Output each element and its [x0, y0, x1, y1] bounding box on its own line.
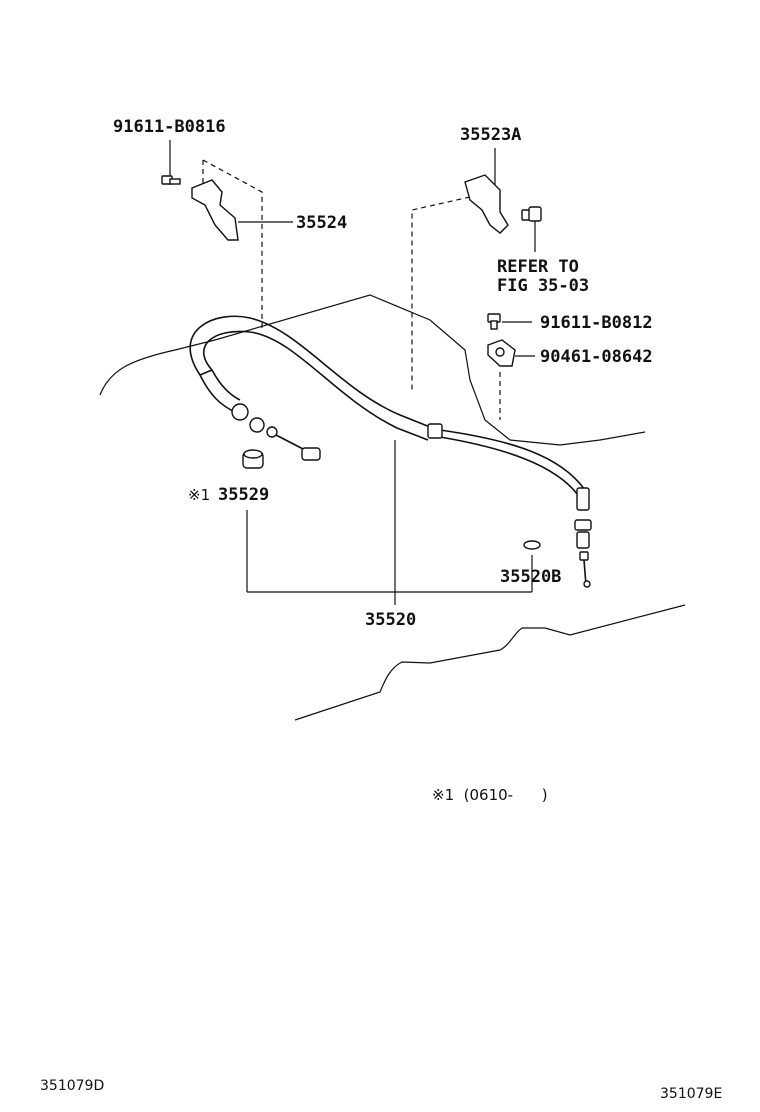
label-91611-B0816: 91611-B0816 — [113, 117, 226, 137]
label-grommet-mark: ※1 — [188, 486, 210, 504]
bracket-35523A — [464, 148, 509, 234]
label-35524: 35524 — [296, 213, 347, 233]
label-35520B: 35520B — [500, 567, 561, 587]
figure-code-left: 351079D — [40, 1078, 104, 1094]
label-refer-to: REFER TO — [497, 257, 579, 277]
clamp-90461-08642 — [487, 339, 535, 367]
footnote: ※1 (0610- ) — [432, 786, 548, 804]
callout-35520-lines — [246, 440, 533, 605]
label-91611-B0812: 91611-B0812 — [540, 313, 653, 333]
figure-code-right: 351079E — [660, 1086, 722, 1102]
label-35520: 35520 — [365, 610, 416, 630]
bolt-refer-35-03 — [521, 206, 542, 252]
bolt-91611-B0812 — [487, 313, 532, 330]
bracket-35524 — [191, 179, 293, 241]
label-90461-08642: 90461-08642 — [540, 347, 653, 367]
floor-panel-outline — [99, 294, 686, 721]
label-35529: 35529 — [218, 485, 269, 505]
label-fig-35-03: FIG 35-03 — [497, 276, 589, 296]
label-35523A: 35523A — [460, 125, 521, 145]
ring-35520B — [523, 540, 541, 550]
dashed-leaders — [202, 159, 501, 420]
bolt-91611-B0816 — [161, 140, 181, 185]
grommet-35529 — [242, 449, 264, 469]
cable-35520 — [189, 315, 592, 588]
